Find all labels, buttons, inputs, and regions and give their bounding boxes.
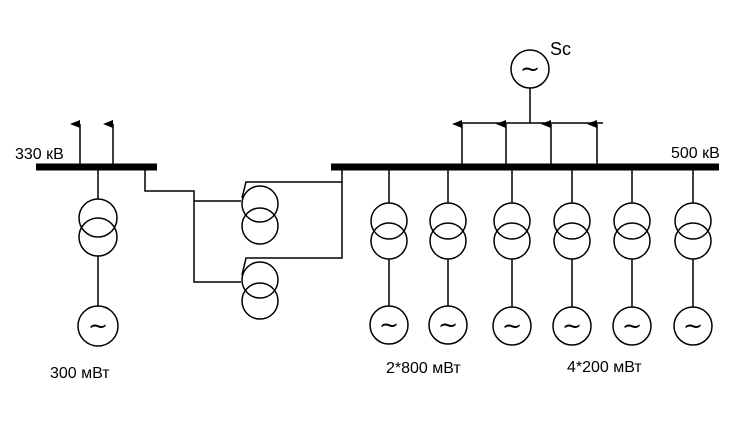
generator-icon (612, 306, 652, 346)
generator-branch: ~ (492, 167, 532, 346)
generator-branches-500kv: ~ ~ ~ ~ ~ ~ (369, 167, 713, 346)
generator-symbol: ~ (683, 312, 703, 340)
transformer-winding (370, 202, 408, 240)
system-source: ~ (452, 49, 603, 164)
transformer-winding (370, 222, 408, 260)
generator-symbol: ~ (379, 311, 399, 339)
generator-icon (428, 305, 468, 345)
generator-branch: ~ (552, 167, 592, 346)
generator-branch: ~ (428, 167, 468, 345)
system-label: Sc (550, 39, 571, 59)
transformer-winding (613, 222, 651, 260)
bus-500-label: 500 кВ (671, 145, 720, 162)
generator-symbol: ~ (502, 312, 522, 340)
generator-symbol: ~ (562, 312, 582, 340)
autotransformer-tie (144, 167, 343, 320)
generator-symbol: ~ (88, 312, 108, 340)
transformer-winding (493, 222, 531, 260)
autotransformer-winding (241, 261, 279, 299)
autotransformer-winding (241, 185, 279, 223)
generator-icon (492, 306, 532, 346)
transformer-winding (429, 222, 467, 260)
generator-symbol: ~ (520, 55, 540, 83)
gen-200-label: 4*200 мВт (567, 359, 642, 376)
transformer-winding (553, 202, 591, 240)
generator-symbol: ~ (438, 311, 458, 339)
transformer-winding (674, 222, 712, 260)
generator-branch: ~ (369, 167, 409, 345)
gen-800-label: 2*800 мВт (386, 360, 461, 377)
transformer-winding (429, 202, 467, 240)
autotransformer-winding (241, 207, 279, 245)
autotransformer-winding (241, 282, 279, 320)
transformer-winding (674, 202, 712, 240)
generator-symbol: ~ (622, 312, 642, 340)
generator-300mw-branch: ~ (77, 167, 119, 347)
gen-300-label: 300 мВт (50, 365, 110, 382)
generator-icon (673, 306, 713, 346)
generator-icon (552, 306, 592, 346)
transformer-winding (493, 202, 531, 240)
generator-icon (77, 305, 119, 347)
transformer-winding (78, 198, 118, 238)
generator-icon (369, 305, 409, 345)
transformer-winding (613, 202, 651, 240)
generator-branch: ~ (673, 167, 713, 346)
generator-branch: ~ (612, 167, 652, 346)
bus-330-label: 330 кВ (15, 146, 64, 163)
transformer-winding (553, 222, 591, 260)
